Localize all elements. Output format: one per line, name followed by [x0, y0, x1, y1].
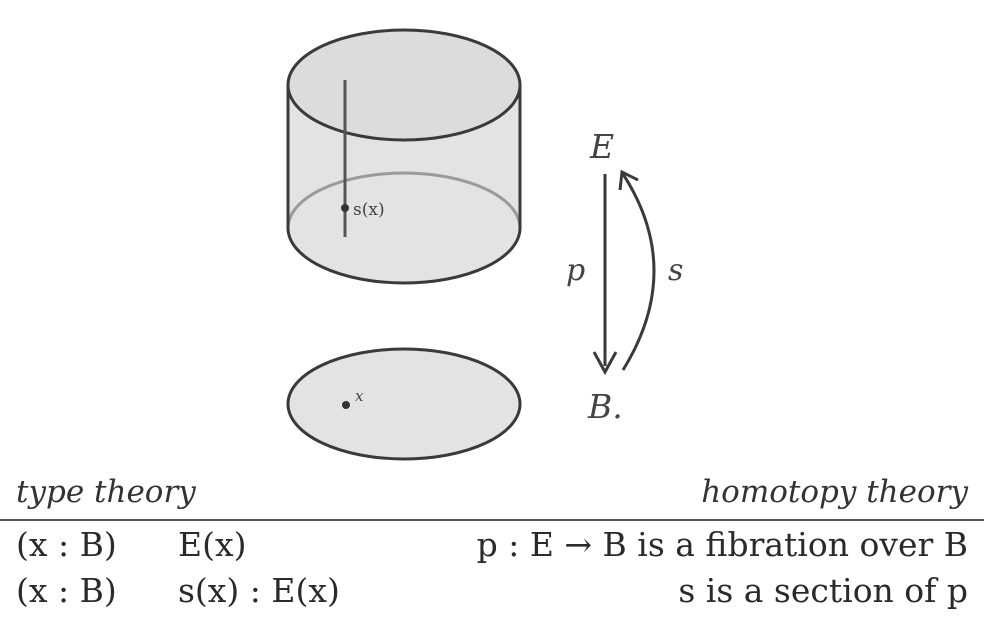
table-row: (x : B) E(x) p : E → B is a fibration ov… — [0, 523, 984, 567]
table-header-row: type theory homotopy theory — [0, 470, 984, 514]
row2-term: s(x) : E(x) — [178, 571, 340, 610]
section-point-label: s(x) — [353, 200, 385, 220]
section-point — [341, 204, 349, 212]
base-point-label: x — [355, 387, 364, 405]
section-arrow — [618, 169, 656, 371]
row2-context: (x : B) — [16, 571, 117, 610]
base-space-label: B. — [587, 387, 623, 426]
total-space-cylinder — [286, 28, 522, 285]
row2-homotopy: s is a section of p — [678, 571, 968, 610]
row1-type: E(x) — [178, 525, 247, 564]
row1-homotopy: p : E → B is a fibration over B — [476, 525, 968, 564]
total-space-label: E — [589, 127, 614, 166]
base-point — [342, 401, 350, 409]
section-label: s — [668, 253, 683, 288]
table-row: (x : B) s(x) : E(x) s is a section of p — [0, 569, 984, 613]
header-homotopy-theory: homotopy theory — [701, 474, 968, 510]
base-space-ellipse — [286, 347, 522, 461]
table-divider — [0, 519, 984, 521]
header-type-theory: type theory — [16, 474, 196, 510]
projection-label: p — [566, 253, 585, 288]
fibration-diagram: s(x) x E B. p s — [286, 28, 683, 461]
projection-arrow — [592, 174, 618, 376]
row1-context: (x : B) — [16, 525, 117, 564]
